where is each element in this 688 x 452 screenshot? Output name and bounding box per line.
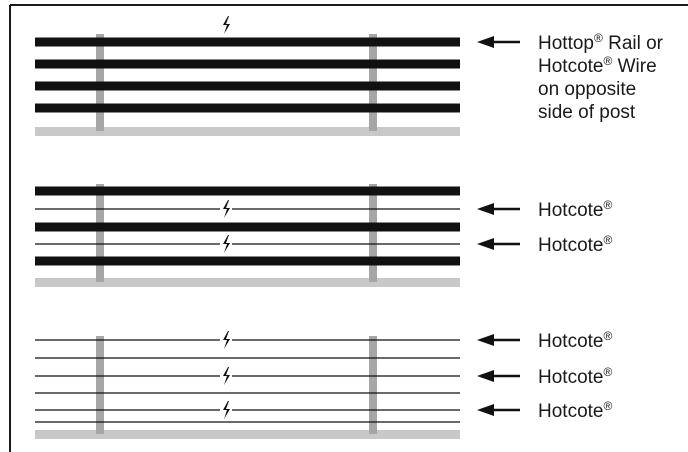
label-text-run: Hotcote xyxy=(538,200,603,221)
rail-strand xyxy=(35,81,460,91)
rail-strand xyxy=(35,103,460,113)
arrow-head xyxy=(477,334,494,346)
ground-strip xyxy=(35,127,460,136)
lightning-bolt-icon xyxy=(220,400,232,420)
bolt-shape xyxy=(223,16,230,34)
label-text-run: side of post xyxy=(538,102,636,123)
label-text-run: Hottop xyxy=(538,33,594,54)
fence-post-1 xyxy=(96,184,104,282)
registered-mark: ® xyxy=(603,399,612,413)
ground-strip xyxy=(35,278,460,287)
arrow-head xyxy=(477,238,494,250)
label-text-run: Hotcote xyxy=(538,235,603,256)
bolt-shape xyxy=(223,401,230,419)
left-arrow-icon xyxy=(477,334,520,346)
lightning-bolt-icon xyxy=(220,199,232,219)
registered-mark: ® xyxy=(594,31,603,45)
rail-strand xyxy=(35,37,460,47)
registered-mark: ® xyxy=(603,329,612,343)
left-arrow-icon xyxy=(477,203,520,215)
strand-label: Hotcote® xyxy=(538,329,612,352)
arrow-head xyxy=(477,36,494,48)
registered-mark: ® xyxy=(603,54,612,68)
strand-label: Hotcote® xyxy=(538,365,612,388)
label-text-run: Hotcote xyxy=(538,401,603,422)
panel-rail-and-wire-fence: Hotcote®Hotcote® xyxy=(35,184,612,287)
strand-label: Hotcote® xyxy=(538,198,612,221)
lightning-bolt-icon xyxy=(220,234,232,254)
rail-strand xyxy=(35,222,460,232)
bolt-shape xyxy=(223,235,230,253)
arrow-head xyxy=(477,203,494,215)
bolt-shape xyxy=(223,367,230,385)
strand-label: Hotcote® xyxy=(538,399,612,422)
label-text-run: on opposite xyxy=(538,79,636,100)
ground-strip xyxy=(35,430,460,439)
registered-mark: ® xyxy=(603,198,612,212)
rail-strand xyxy=(35,59,460,69)
lightning-bolt-icon xyxy=(220,15,232,35)
label-text-run: Hotcote xyxy=(538,367,603,388)
lightning-bolt-icon xyxy=(220,330,232,350)
bolt-shape xyxy=(223,331,230,349)
fence-post-1 xyxy=(96,336,104,434)
strand-label: Hotcote® xyxy=(538,233,612,256)
label-text-run: Hotcote xyxy=(538,56,603,77)
registered-mark: ® xyxy=(603,233,612,247)
left-arrow-icon xyxy=(477,238,520,250)
registered-mark: ® xyxy=(603,365,612,379)
diagram-border xyxy=(9,4,688,452)
rail-strand xyxy=(35,256,460,266)
label-text-run: Rail or xyxy=(603,33,664,54)
panel-wire-fence: Hotcote®Hotcote®Hotcote® xyxy=(35,329,612,439)
label-text-run: Hotcote xyxy=(538,331,603,352)
fence-post-2 xyxy=(369,336,377,434)
arrow-head xyxy=(477,370,494,382)
arrow-head xyxy=(477,404,494,416)
rail-strand xyxy=(35,186,460,196)
left-arrow-icon xyxy=(477,404,520,416)
label-text-run: Wire xyxy=(612,56,656,77)
left-arrow-icon xyxy=(477,36,520,48)
bolt-shape xyxy=(223,200,230,218)
lightning-bolt-icon xyxy=(220,366,232,386)
left-arrow-icon xyxy=(477,370,520,382)
fence-post-2 xyxy=(369,184,377,282)
